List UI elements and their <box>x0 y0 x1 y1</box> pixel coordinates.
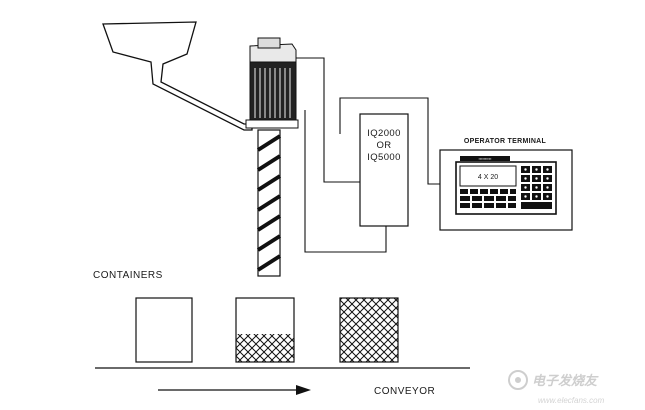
keypad-key-marks <box>524 168 549 198</box>
terminal-key[interactable] <box>508 196 516 201</box>
auger-screw <box>256 129 282 277</box>
terminal-key[interactable] <box>460 203 470 208</box>
conveyor-label: CONVEYOR <box>374 386 435 397</box>
terminal-key[interactable] <box>496 196 506 201</box>
wire-controller-to-terminal <box>339 97 440 185</box>
terminal-key[interactable] <box>490 189 498 194</box>
terminal-key[interactable] <box>496 203 506 208</box>
hopper <box>102 21 253 131</box>
watermark: 电子发烧友 www.elecfans.com <box>508 370 605 405</box>
containers-label: CONTAINERS <box>93 270 163 281</box>
terminal-brand-text: ▪▪▪▪▪▪▪▪▪▪ <box>479 157 492 161</box>
terminal-key[interactable] <box>460 196 470 201</box>
watermark-url: www.elecfans.com <box>538 396 605 405</box>
terminal-key[interactable] <box>484 196 494 201</box>
operator-terminal: OPERATOR TERMINAL ▪▪▪▪▪▪▪▪▪▪ 4 X 20 <box>439 138 573 231</box>
terminal-display <box>459 165 517 187</box>
wiring <box>296 57 440 253</box>
auger-flights <box>256 134 282 272</box>
terminal-key[interactable] <box>508 203 516 208</box>
motor-body <box>249 61 297 123</box>
containers <box>135 297 399 363</box>
function-keys <box>460 189 516 208</box>
terminal-key[interactable] <box>510 189 516 194</box>
terminal-brand-strip <box>460 156 510 161</box>
hopper-body <box>102 21 253 131</box>
terminal-key[interactable] <box>470 189 478 194</box>
motor-block <box>257 37 281 49</box>
controller-iq: IQ2000 OR IQ5000 <box>359 113 409 227</box>
motor-base <box>245 119 299 129</box>
conveyor-direction-arrow <box>158 385 311 395</box>
watermark-text: 电子发烧友 <box>532 373 599 388</box>
terminal-key[interactable] <box>484 203 494 208</box>
motor <box>245 37 299 129</box>
controller-box <box>359 113 409 227</box>
terminal-key[interactable] <box>472 203 482 208</box>
terminal-key[interactable] <box>480 189 488 194</box>
wire-motor-to-controller <box>296 57 360 183</box>
controller-label-3: IQ5000 <box>367 152 401 163</box>
watermark-logo-icon <box>508 370 528 390</box>
terminal-display-text: 4 X 20 <box>478 174 498 181</box>
operator-terminal-label: OPERATOR TERMINAL <box>464 138 547 145</box>
container-full <box>339 297 399 363</box>
terminal-key[interactable] <box>472 196 482 201</box>
keypad-enter-key[interactable] <box>521 202 552 209</box>
terminal-key[interactable] <box>500 189 508 194</box>
terminal-key[interactable] <box>460 189 468 194</box>
container-empty <box>135 297 193 363</box>
wire-auger-to-controller <box>304 110 387 253</box>
container-partial <box>235 297 295 363</box>
controller-label-2: OR <box>376 140 391 151</box>
controller-label-1: IQ2000 <box>367 128 401 139</box>
